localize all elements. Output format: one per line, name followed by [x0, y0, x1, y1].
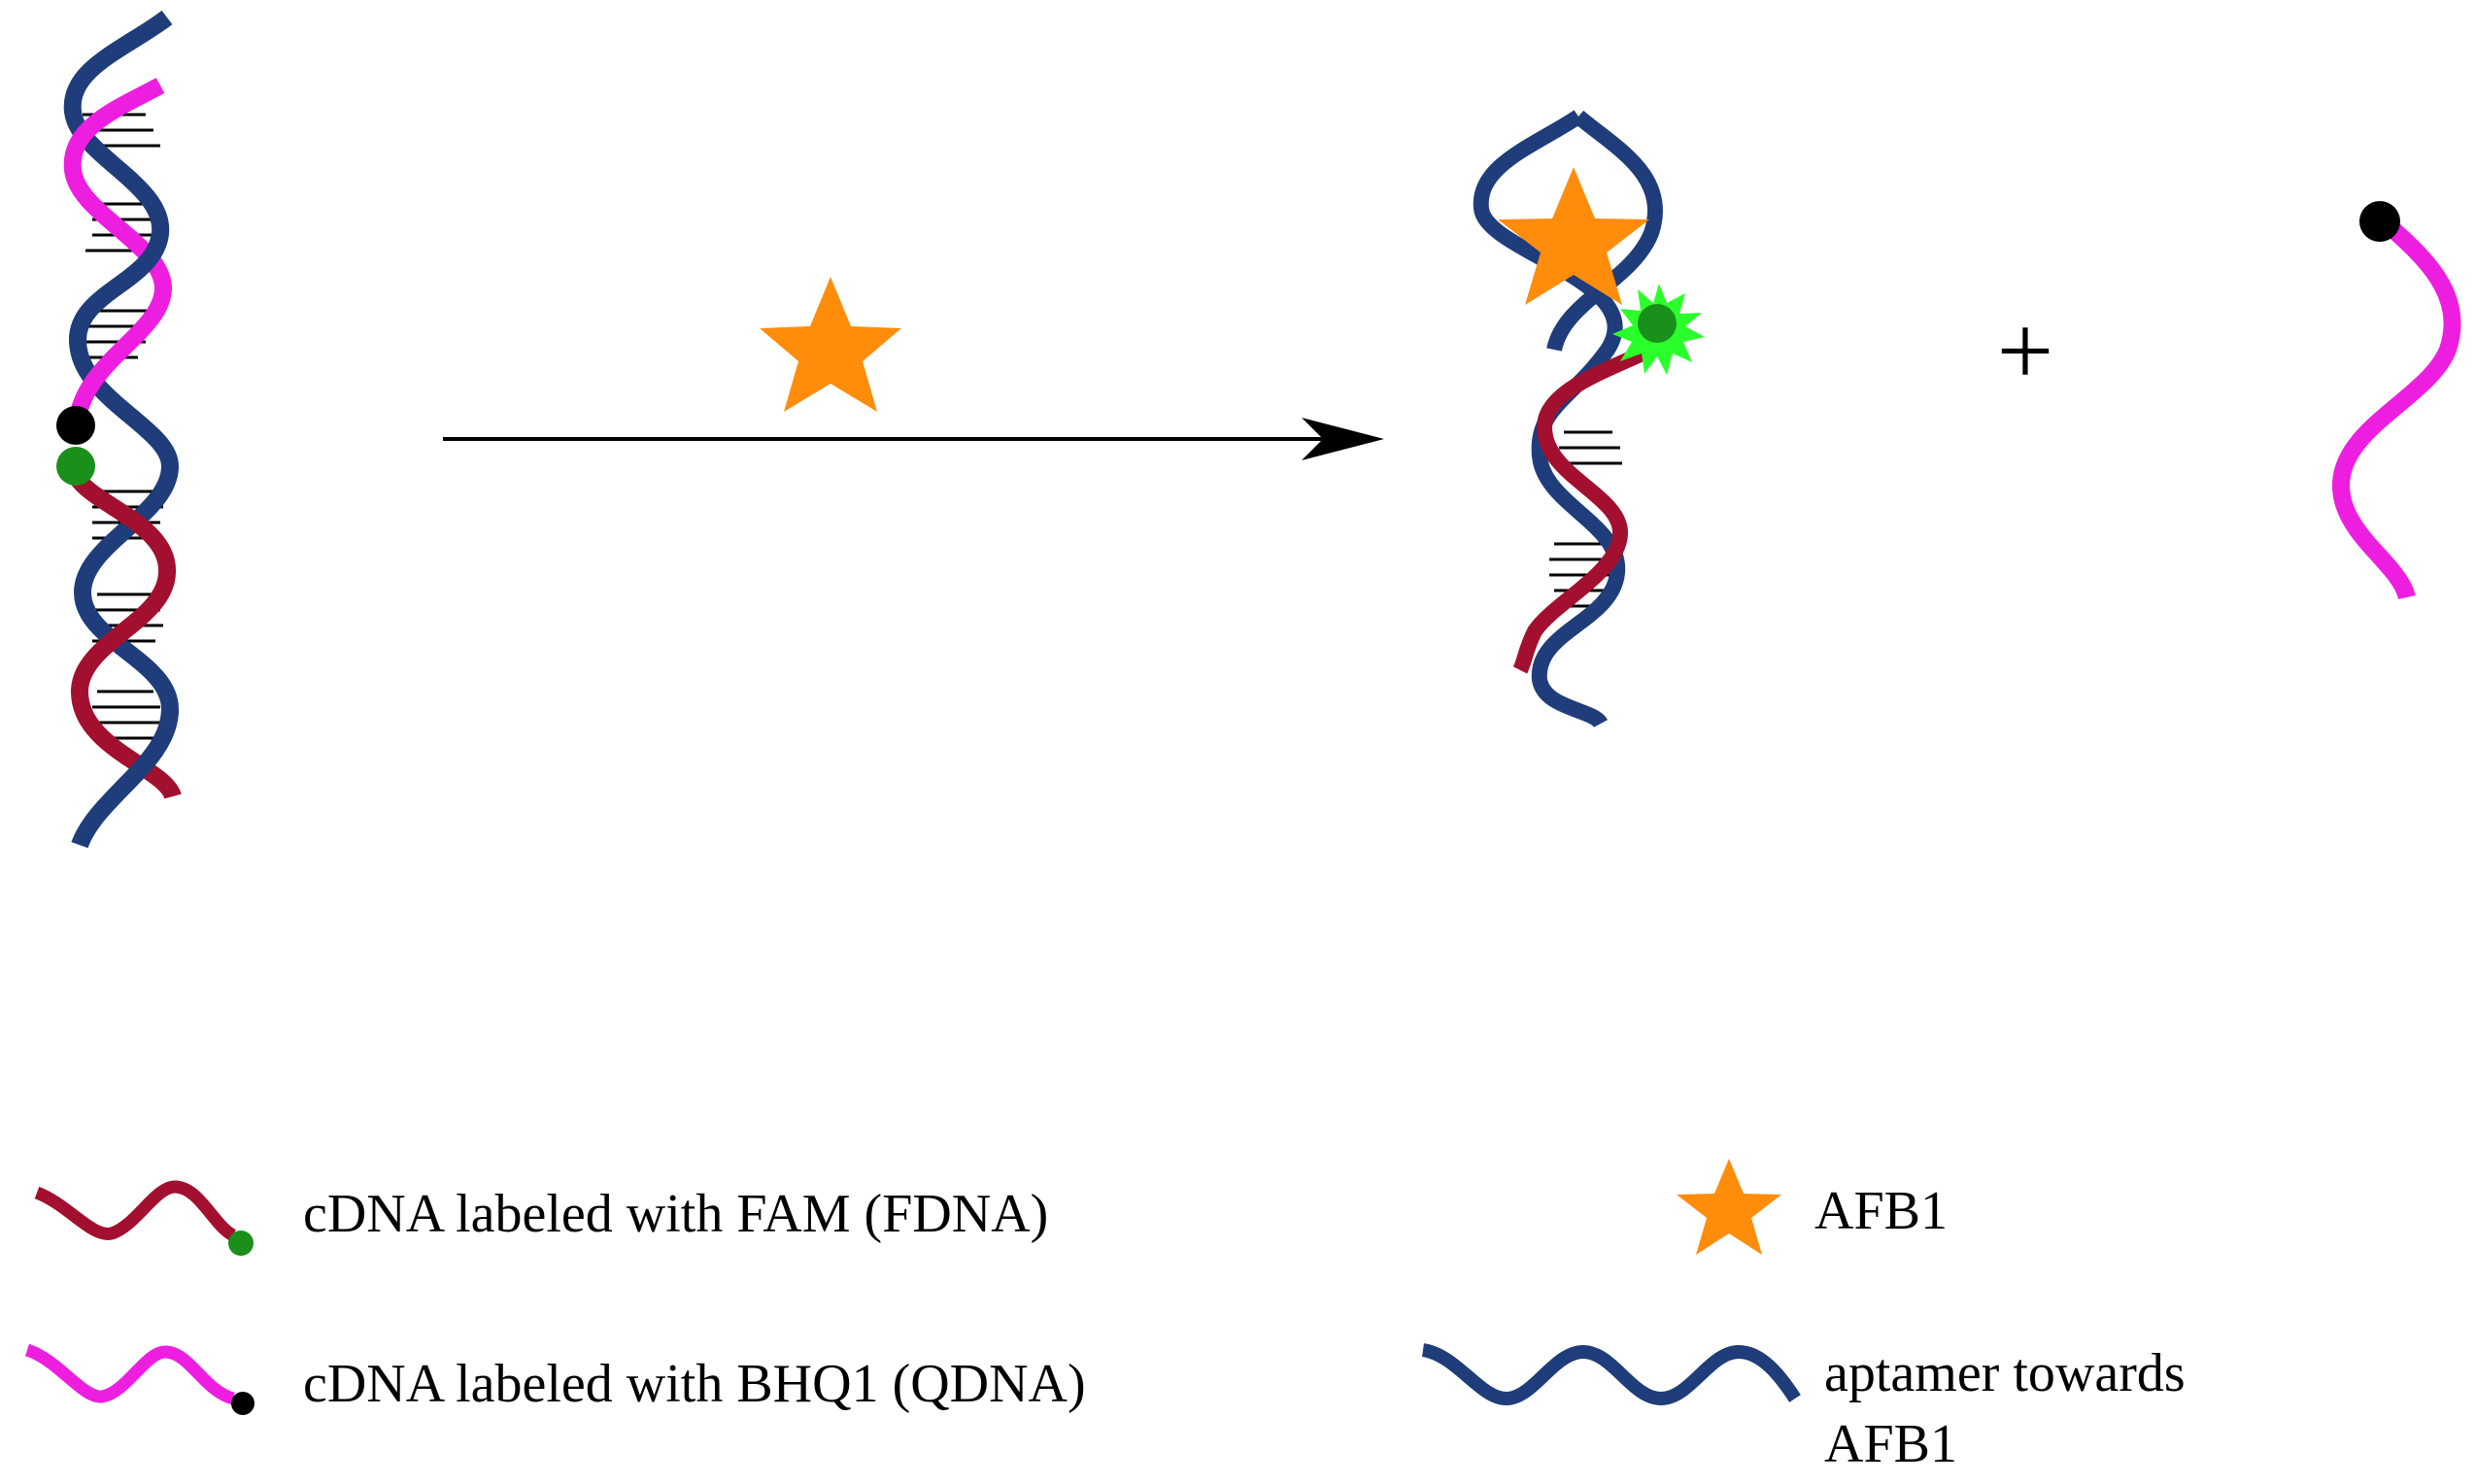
bhq1-quencher-icon: [2359, 201, 2400, 242]
legend: cDNA labeled with FAM (FDNA) cDNA labele…: [24, 1159, 2186, 1474]
legend-aptamer-label-line1: aptamer towards: [1824, 1343, 2186, 1403]
legend-qdna-swatch: [24, 1343, 236, 1405]
afb1-star-icon: [1498, 167, 1649, 305]
fam-dye-icon: [228, 1231, 254, 1256]
legend-aptamer-swatch: [1421, 1343, 1801, 1406]
released-qdna: [2331, 201, 2461, 600]
legend-qdna-label: cDNA labeled with BHQ1 (QDNA): [303, 1354, 1086, 1414]
initial-duplex: [56, 10, 182, 849]
legend-fdna-label: cDNA labeled with FAM (FDNA): [303, 1184, 1048, 1244]
qdna-strand: [2331, 213, 2461, 600]
legend-afb1-label: AFB1: [1814, 1181, 1948, 1241]
qdna-strand: [63, 78, 172, 421]
plus-sign: +: [1997, 295, 2054, 407]
legend-aptamer-label-line2: AFB1: [1824, 1414, 1957, 1474]
fdna-strand: [1512, 337, 1665, 674]
legend-fdna-swatch: [34, 1180, 237, 1241]
aptamer-strand-overlap: [71, 708, 179, 849]
fdna-strand: [68, 470, 182, 800]
aptamer-strand-overlap: [69, 231, 169, 341]
aptamer-afb1-complex: [1473, 110, 1705, 729]
afb1-star-icon: [760, 277, 901, 412]
bhq1-quencher-icon: [231, 1392, 254, 1415]
fam-dye-icon: [56, 447, 95, 486]
afb1-star-icon: [1677, 1159, 1781, 1255]
aptamer-strand: [1546, 110, 1663, 353]
bhq1-quencher-icon: [56, 406, 95, 445]
fam-dye-icon: [1638, 304, 1677, 343]
reaction-arrow-icon: [443, 418, 1384, 460]
